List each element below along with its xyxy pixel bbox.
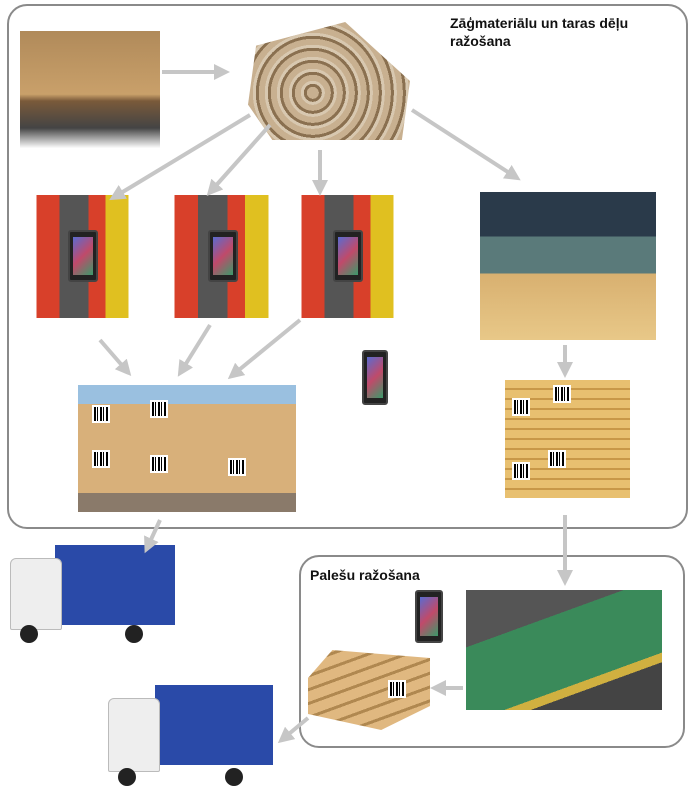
barcode-icon — [548, 450, 566, 468]
log-truck-image — [20, 20, 160, 155]
tablet-icon — [362, 350, 388, 405]
arrow — [98, 338, 132, 377]
delivery-truck-image-1 — [5, 540, 175, 645]
barcode-icon — [150, 455, 168, 473]
barcode-icon — [512, 462, 530, 480]
tablet-icon — [68, 230, 98, 282]
sawn-timber-section-title: Zāģmateriālu un taras dēļu ražošana — [450, 15, 629, 49]
tablet-icon — [333, 230, 363, 282]
barcode-icon — [512, 398, 530, 416]
arrow — [227, 318, 302, 380]
arrow — [177, 323, 212, 377]
arrow — [109, 113, 252, 201]
barcode-icon — [92, 450, 110, 468]
barcode-icon — [553, 385, 571, 403]
barcode-icon — [92, 405, 110, 423]
tablet-icon — [208, 230, 238, 282]
delivery-truck-image-2 — [103, 680, 275, 788]
barcode-icon — [388, 680, 406, 698]
arrow — [410, 108, 521, 181]
pallet-section — [299, 555, 685, 748]
pallet-section-title: Palešu ražošana — [310, 567, 420, 583]
tablet-icon — [415, 590, 443, 643]
barcode-icon — [228, 458, 246, 476]
lumber-stacks-image — [78, 385, 296, 512]
arrow — [206, 123, 272, 196]
sawn-timber-section — [7, 4, 688, 529]
barcode-icon — [150, 400, 168, 418]
arrow — [277, 716, 310, 744]
arrow — [144, 519, 162, 554]
sawmill-workshop-image — [480, 192, 656, 340]
pallet-machine-image — [466, 590, 662, 710]
